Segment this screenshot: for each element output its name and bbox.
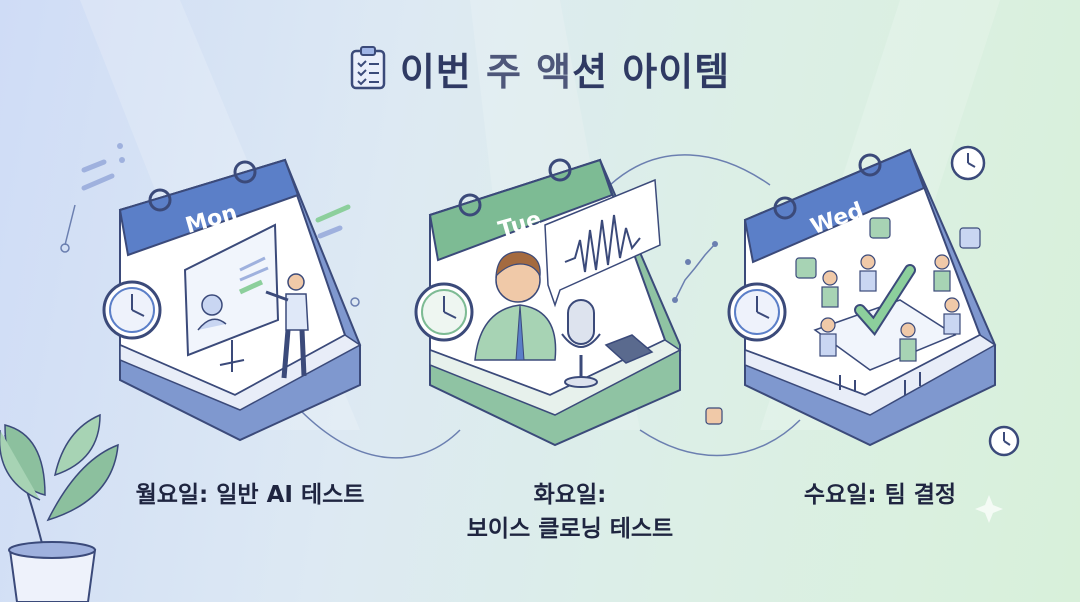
presentation-board [183,223,280,372]
page-title: 이번 주 액션 아이템 [399,49,731,94]
voice-waveform-bubble [544,178,661,308]
connector-line [609,154,771,186]
chip-icon [604,334,654,364]
speaking-person [474,251,557,361]
microphone-icon [561,299,601,388]
caption-tuesday: 화요일: 보이스 클로닝 테스트 [420,478,720,546]
team-meeting-table [813,254,961,395]
clipboard-checklist-icon [350,46,386,90]
connector-line [299,409,461,459]
connector-line [639,419,801,457]
wall-clock-icon [950,145,1020,457]
page-title-row: 이번 주 액션 아이템 [0,38,1080,98]
potted-plant [0,413,119,602]
clock-icon [102,280,162,340]
caption-tuesday-line1: 화요일: [533,482,607,508]
caption-wednesday: 수요일: 팀 결정 [803,482,957,508]
clock-icon [414,282,474,342]
thumbs-up-icon [705,217,981,425]
clock-icon [727,282,787,342]
decorative-dashes [60,143,1003,523]
presenter-person [265,273,309,379]
caption-monday: 월요일: 일반 AI 테스트 [135,482,365,508]
caption-tuesday-line2: 보이스 클로닝 테스트 [466,516,674,542]
